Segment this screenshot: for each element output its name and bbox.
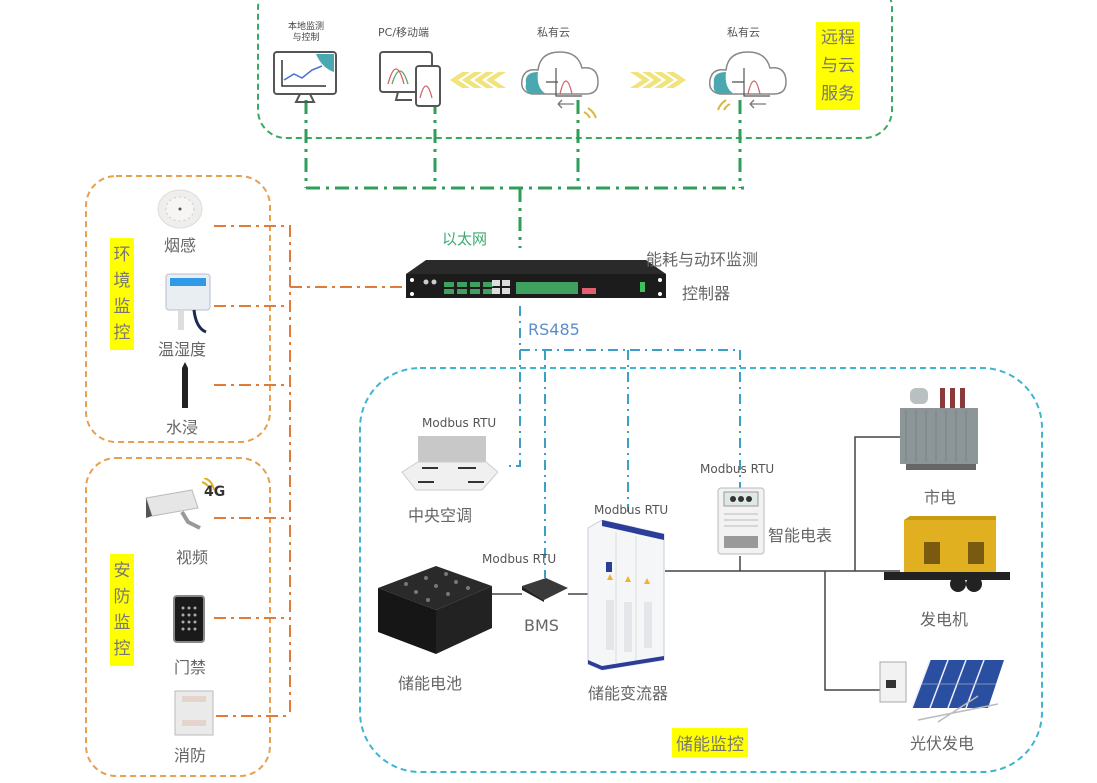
remote-cloud-title-tag: 远程 与云 服务: [816, 22, 860, 110]
private-cloud-label-1: 私有云: [537, 26, 570, 39]
env-title-char: 控: [113, 323, 131, 343]
video-label: 视频: [176, 548, 209, 567]
bms-icon[interactable]: [518, 574, 572, 604]
security-title-char: 控: [113, 639, 131, 659]
grid-label: 市电: [924, 488, 957, 507]
controller-title-line2: 控制器: [682, 284, 731, 303]
env-monitor-title-tag: 环 境 监 控: [110, 238, 134, 350]
smart-meter-icon[interactable]: [716, 486, 766, 556]
solar-label: 光伏发电: [910, 734, 975, 753]
battery-icon[interactable]: [376, 562, 496, 658]
water-leak-label: 水浸: [166, 418, 199, 437]
private-cloud-label-2: 私有云: [727, 26, 760, 39]
inverter-cabinet-icon[interactable]: [586, 520, 666, 672]
temp-humidity-sensor-icon[interactable]: [160, 270, 216, 336]
pcs-label: 储能变流器: [588, 684, 669, 703]
rack-controller-icon[interactable]: [404, 258, 668, 302]
local-monitor-label-line1: 本地监测: [287, 22, 324, 32]
water-leak-sensor-icon[interactable]: [178, 360, 192, 412]
env-title-char: 环: [113, 245, 131, 265]
smoke-label: 烟感: [164, 236, 197, 255]
arrow-chevrons: [450, 72, 686, 88]
generator-label: 发电机: [920, 610, 969, 629]
local-monitor-label-line2: 与控制: [292, 33, 320, 43]
env-title-char: 监: [113, 297, 131, 317]
rs485-label: RS485: [528, 320, 580, 339]
temp-humidity-label: 温湿度: [158, 340, 207, 359]
security-title-char: 安: [113, 561, 131, 581]
battery-label: 储能电池: [398, 674, 463, 693]
pcs-protocol-label: Modbus RTU: [594, 503, 669, 517]
pc-mobile-label: PC/移动端: [378, 26, 430, 39]
access-control-icon[interactable]: [172, 594, 206, 644]
ethernet-lines: [304, 100, 744, 248]
security-title-char: 防: [113, 587, 131, 607]
air-conditioner-icon[interactable]: [398, 432, 498, 494]
controller-title-line1: 能耗与动环监测: [646, 250, 759, 269]
pc-mobile-icon[interactable]: [378, 48, 444, 110]
storage-monitor-border: [359, 367, 1043, 773]
bms-label: BMS: [524, 616, 559, 635]
ac-protocol-label: Modbus RTU: [422, 416, 497, 430]
access-control-label: 门禁: [174, 658, 207, 677]
local-monitor-label: 本地监测 与控制: [276, 22, 336, 44]
camera-icon[interactable]: [142, 478, 218, 536]
transformer-icon[interactable]: [896, 382, 980, 472]
rs485-lines: [505, 306, 741, 578]
ethernet-label: 以太网: [442, 230, 488, 248]
meter-label: 智能电表: [768, 526, 833, 545]
env-monitor-border: [85, 175, 271, 443]
cloud-icon[interactable]: [518, 44, 610, 120]
remote-cloud-title-line2: 与云: [821, 56, 855, 76]
remote-cloud-title-line3: 服务: [821, 84, 855, 104]
generator-icon[interactable]: [884, 516, 1014, 596]
remote-cloud-title-line1: 远程: [821, 28, 855, 48]
security-monitor-title-tag: 安 防 监 控: [110, 554, 134, 666]
fire-label: 消防: [174, 746, 207, 765]
fire-panel-icon[interactable]: [174, 690, 214, 736]
bms-protocol-label: Modbus RTU: [482, 552, 557, 566]
sensor-lines: [214, 225, 408, 717]
security-title-char: 监: [113, 613, 131, 633]
smoke-detector-icon[interactable]: [156, 188, 204, 230]
4g-badge: 4G: [204, 484, 226, 500]
storage-monitor-title-tag: 储能监控: [672, 728, 748, 757]
cloud-icon[interactable]: [706, 44, 798, 120]
power-lines: [492, 436, 900, 691]
remote-cloud-border: [257, 0, 893, 139]
solar-panel-icon[interactable]: [878, 656, 1012, 726]
ac-label: 中央空调: [408, 506, 473, 525]
env-title-char: 境: [113, 271, 131, 291]
meter-protocol-label: Modbus RTU: [700, 462, 775, 476]
monitor-icon[interactable]: [272, 50, 338, 106]
